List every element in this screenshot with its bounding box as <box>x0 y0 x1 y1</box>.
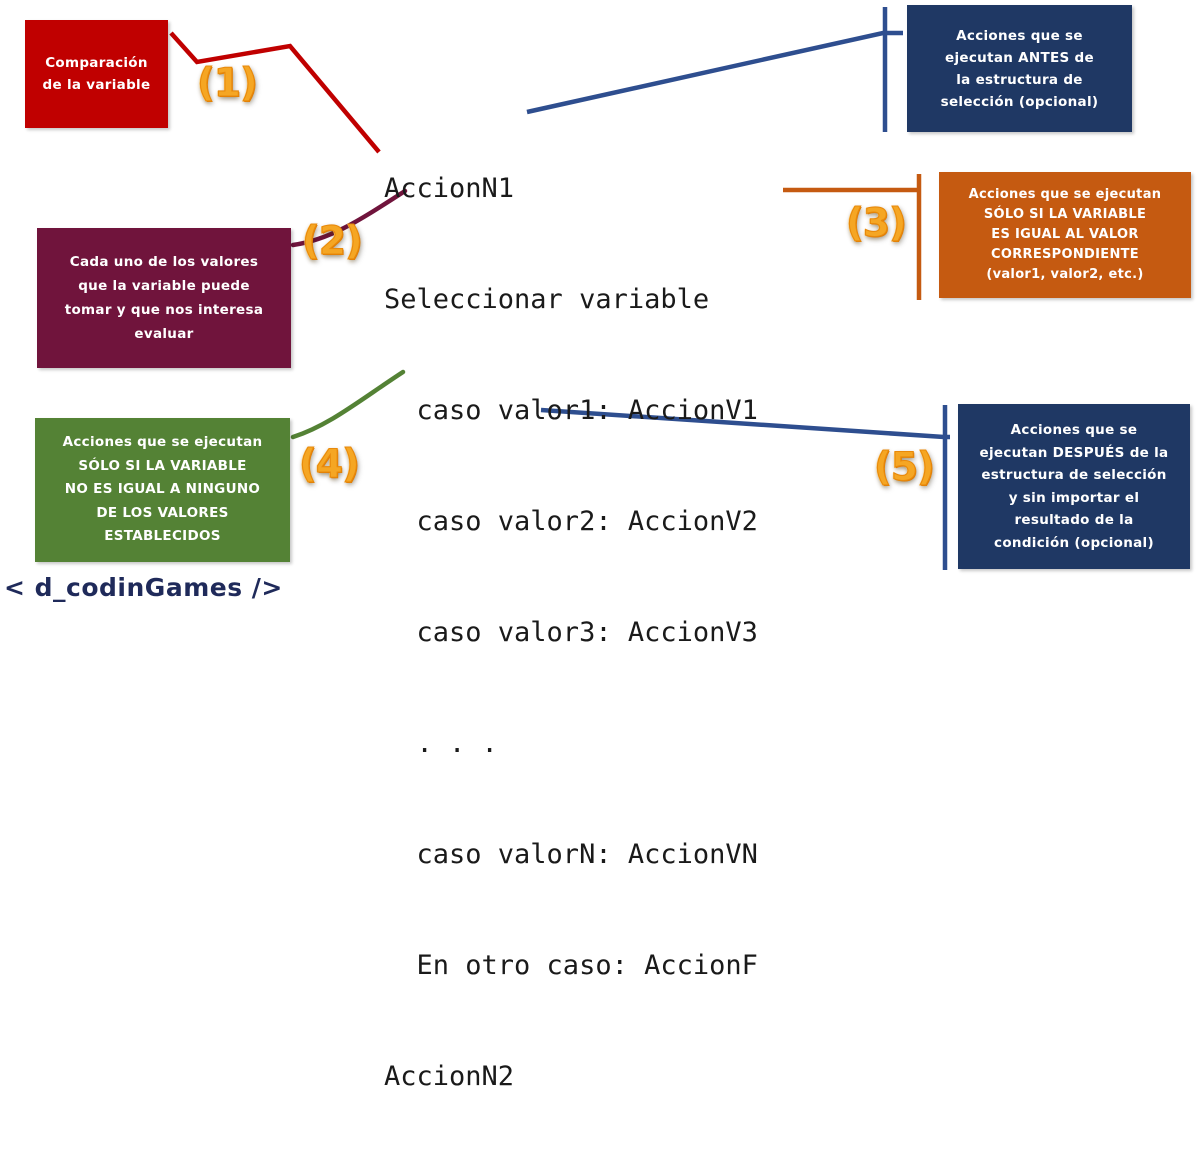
note-valores-variable: Cada uno de los valores que la variable … <box>37 228 291 368</box>
note-comparacion-de-la-variable: Comparación de la variable <box>25 20 168 128</box>
note-text: Acciones que se ejecutan DESPUÉS de la e… <box>979 422 1169 551</box>
diagram-canvas: Comparación de la variable Acciones que … <box>4 5 1191 1092</box>
code-line-caso-valor3: caso valor3: AccionV3 <box>384 617 758 648</box>
code-line-accionn2: AccionN2 <box>384 1061 515 1092</box>
code-line-accionn1: AccionN1 <box>384 173 515 204</box>
note-acciones-despues: Acciones que se ejecutan DESPUÉS de la e… <box>958 404 1190 569</box>
note-text: Cada uno de los valores que la variable … <box>64 254 264 342</box>
step-badge-5: (5) <box>873 445 935 490</box>
note-text: Acciones que se ejecutan ANTES de la est… <box>940 27 1099 110</box>
code-line-caso-valor2: caso valor2: AccionV2 <box>384 506 758 537</box>
code-line-seleccionar: Seleccionar variable <box>384 284 710 315</box>
code-line-caso-valor1: caso valor1: AccionV1 <box>384 395 758 426</box>
note-acciones-antes: Acciones que se ejecutan ANTES de la est… <box>907 5 1132 132</box>
code-line-ellipsis: . . . <box>384 728 498 759</box>
note-text: Comparación de la variable <box>42 55 151 93</box>
code-line-caso-valorn: caso valorN: AccionVN <box>384 839 758 870</box>
step-badge-3: (3) <box>845 201 907 246</box>
note-acciones-caso-valor: Acciones que se ejecutan SÓLO SI LA VARI… <box>939 172 1191 298</box>
note-text: Acciones que se ejecutan SÓLO SI LA VARI… <box>968 187 1162 282</box>
pseudocode-block: AccionN1 Seleccionar variable caso valor… <box>384 96 758 1169</box>
step-badge-2: (2) <box>301 219 363 264</box>
note-acciones-otro-caso: Acciones que se ejecutan SÓLO SI LA VARI… <box>35 418 290 562</box>
step-badge-1: (1) <box>196 61 258 106</box>
code-line-en-otro-caso: En otro caso: AccionF <box>384 950 758 981</box>
note-text: Acciones que se ejecutan SÓLO SI LA VARI… <box>62 434 263 545</box>
brand-logo: < d_codinGames /> <box>4 573 283 602</box>
step-badge-4: (4) <box>298 442 360 487</box>
